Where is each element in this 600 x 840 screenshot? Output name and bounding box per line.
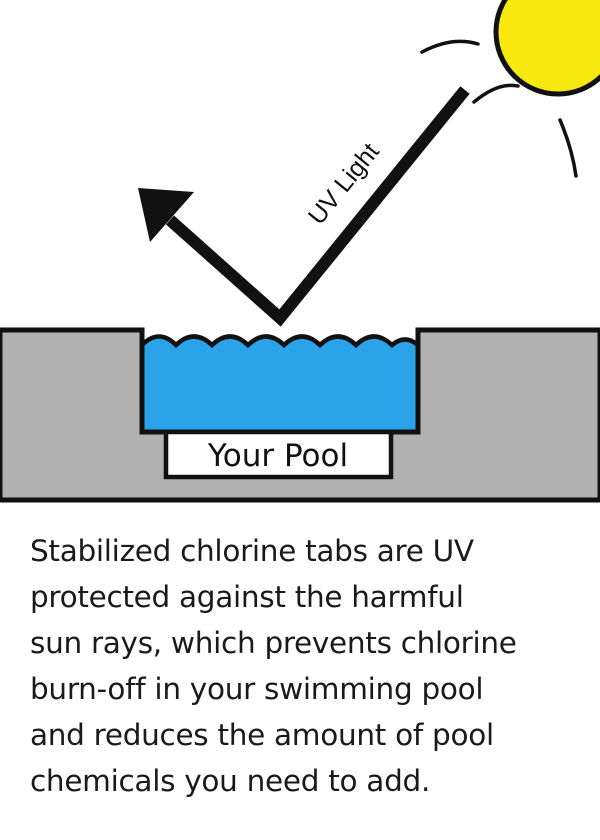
sun-icon (420, 0, 600, 178)
caption-line: chemicals you need to add. (30, 764, 431, 798)
caption-line: Stabilized chlorine tabs are UV (30, 534, 474, 568)
uv-arrow-head (138, 188, 194, 242)
pool-water (142, 336, 418, 432)
caption-line: and reduces the amount of pool (30, 718, 494, 752)
sun-ray (558, 118, 578, 178)
sun-ray (472, 83, 520, 104)
caption-line: sun rays, which prevents chlorine (30, 626, 517, 660)
caption: Stabilized chlorine tabs are UV protecte… (30, 528, 590, 804)
pool-label-box: Your Pool (163, 429, 394, 480)
uv-arrow-path (166, 86, 470, 327)
caption-line: burn-off in your swimming pool (30, 672, 484, 706)
uv-pool-diagram: UV Light Your Pool (0, 0, 600, 503)
uv-light-arrow (138, 86, 470, 327)
water-surface-wave (140, 334, 420, 349)
uv-light-label: UV Light (303, 138, 385, 230)
pool-label: Your Pool (207, 438, 348, 474)
sun-disc (493, 0, 600, 97)
pool-label-frame (163, 429, 394, 480)
sun-ray (420, 39, 480, 54)
caption-line: protected against the harmful (30, 580, 464, 614)
